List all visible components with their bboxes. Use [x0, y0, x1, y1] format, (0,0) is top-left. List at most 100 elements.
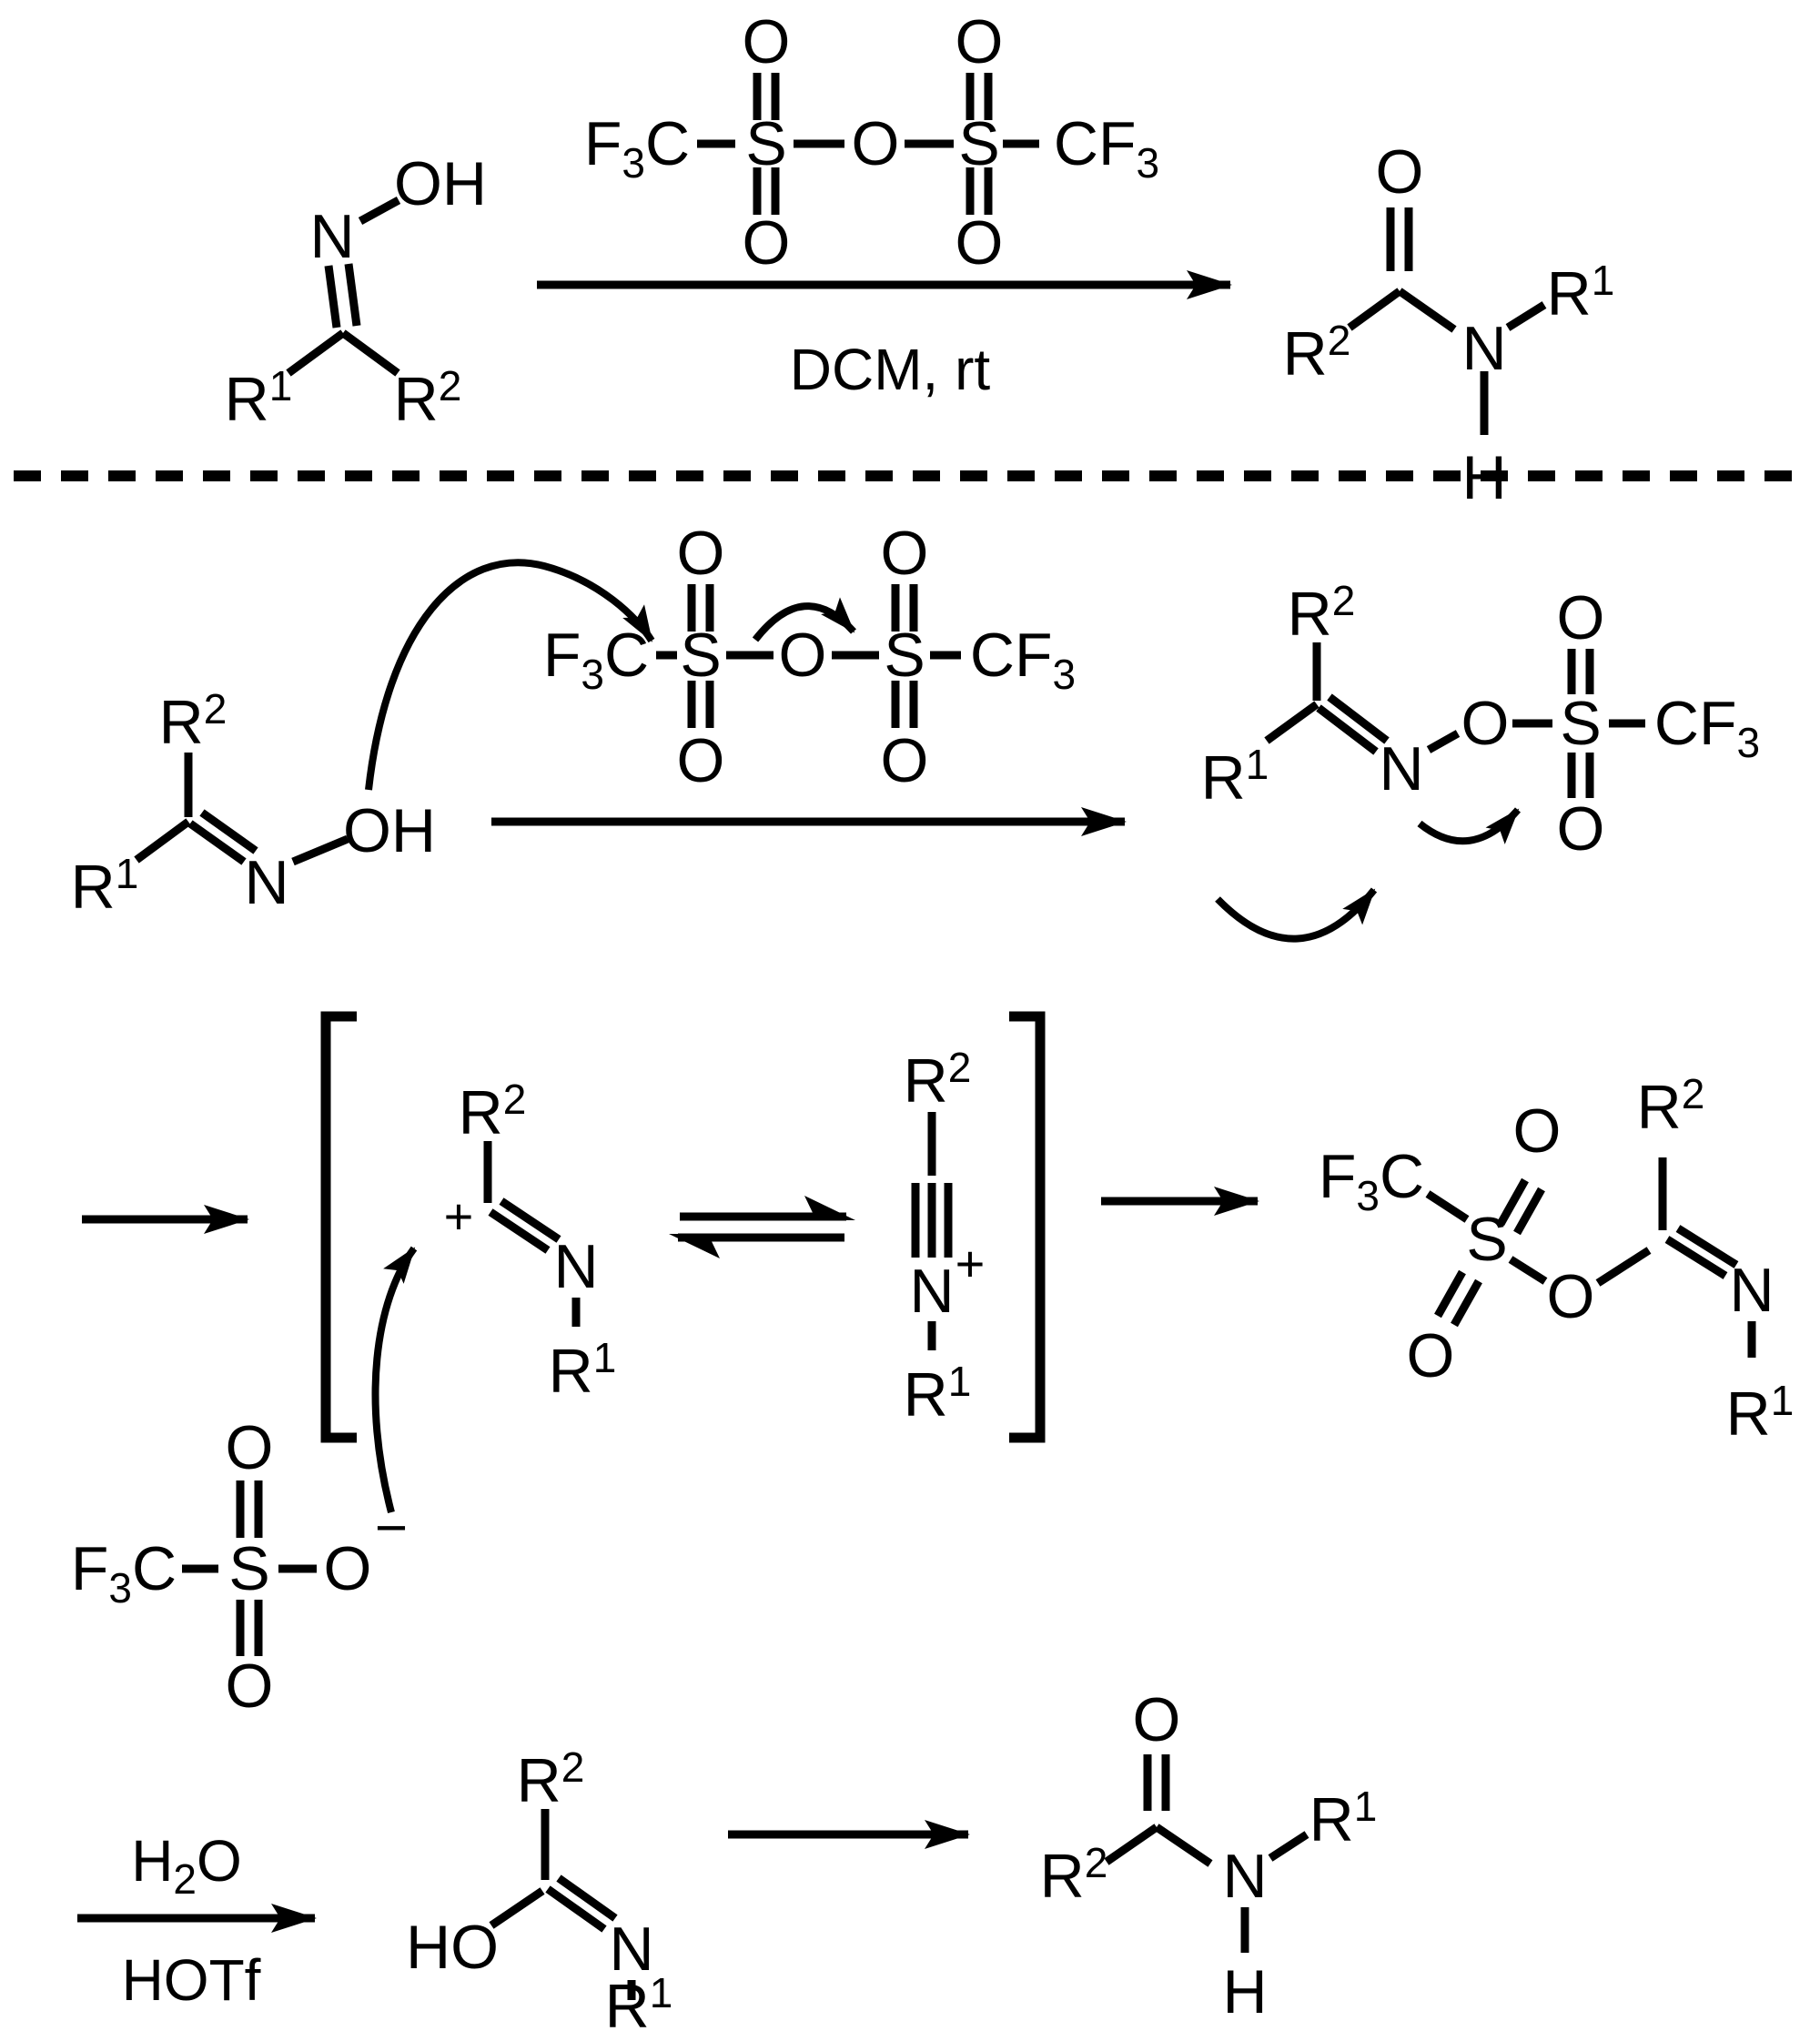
group-cf3-label: CF3 [970, 621, 1076, 698]
curved-arrow-no-cleavage [1417, 807, 1522, 845]
reagent-h2o: H2O [131, 1828, 242, 1903]
group-f3c-label: F3C [584, 109, 690, 187]
atom-n-label: N [244, 848, 288, 917]
substituent-r2: R2 [904, 1044, 972, 1116]
bond-cn-double-1 [545, 1885, 607, 1933]
oxime-mechanism: R2 R1 N OH [71, 685, 436, 922]
bond-c-r2 [1347, 288, 1402, 331]
curved-arrow-oh-attack [365, 559, 655, 791]
atom-n-label: N [553, 1232, 598, 1301]
reagent-hotf: HOTf [122, 1947, 261, 2013]
curved-arrow-r1-migration [1215, 887, 1378, 943]
atom-ho-label: HO [406, 1913, 499, 1982]
substituent-r1: R1 [225, 362, 293, 434]
bond-o-c [1595, 1247, 1652, 1287]
atom-n-label: N [1461, 314, 1506, 383]
bond-c-r2 [340, 329, 400, 377]
group-cf3-label: CF3 [1054, 109, 1159, 187]
bond-n-o [1426, 730, 1461, 753]
atom-o-label: O [1376, 137, 1424, 207]
substituent-r1: R1 [1309, 1783, 1378, 1854]
substituent-r1: R1 [1726, 1377, 1795, 1449]
triflate-anion: F3C S O O O − [71, 1413, 408, 1721]
atom-h-label: H [1222, 1957, 1267, 2026]
bond-cn-double-1 [1664, 1236, 1728, 1279]
atom-s-label: S [1560, 689, 1601, 758]
atom-s-label: S [958, 109, 999, 178]
atom-o-label: O [677, 519, 725, 588]
substituent-r2: R2 [159, 685, 228, 757]
substituent-r2: R2 [459, 1076, 527, 1147]
atom-oh-label: OH [394, 149, 487, 218]
bond-cn-double-1 [324, 265, 341, 328]
atom-o-label: O [743, 208, 791, 278]
atom-s-label: S [680, 621, 721, 690]
atom-o-bridge-label: O [1547, 1262, 1595, 1331]
atom-n-label: N [909, 1257, 954, 1326]
substituent-r2: R2 [1288, 577, 1356, 649]
bracket-right [1009, 1011, 1046, 1443]
substituent-r2: R2 [1637, 1070, 1705, 1142]
bond-f3c-s [1425, 1190, 1470, 1223]
bond-c-n [1154, 1824, 1213, 1867]
imidate-triflate: F3C S O O O R2 N R1 [1319, 1070, 1794, 1449]
bond-so-double [1513, 1187, 1545, 1236]
atom-o-label: O [1133, 1685, 1181, 1754]
bond-c-n [1397, 288, 1457, 333]
atom-oh-label: OH [343, 796, 436, 865]
bond-so-double [1497, 1177, 1529, 1227]
bond-cn-double-1 [187, 820, 247, 865]
equilibrium-arrowhead-forward [804, 1196, 855, 1220]
oxime-triflate: R2 R1 N O S O O CF3 [1201, 577, 1760, 943]
amide-product-top: O R2 N R1 H [1283, 137, 1615, 512]
bond-cn-double-2 [556, 1874, 618, 1922]
plus-charge: + [444, 1187, 474, 1245]
bond-n-oh [291, 834, 349, 866]
amide-product-bottom: O R2 N R1 H [1040, 1685, 1378, 2026]
minus-charge: − [375, 1497, 408, 1560]
bond-cn-double-2 [1327, 693, 1390, 744]
substituent-r2: R2 [394, 362, 462, 434]
atom-o-label: O [881, 726, 929, 795]
equilibrium-arrowhead-reverse [669, 1234, 720, 1258]
substituent-r1: R1 [71, 850, 139, 922]
bond-so-double [1434, 1269, 1466, 1319]
substituent-r1: R1 [605, 1969, 673, 2031]
atom-o-label: O [677, 726, 725, 795]
group-cf3-label: CF3 [1654, 689, 1760, 766]
substituent-r1: R1 [904, 1358, 972, 1430]
bond-c-r2 [1104, 1824, 1159, 1865]
atom-o-label: O [1407, 1321, 1455, 1390]
atom-o-label: O [956, 208, 1004, 278]
bond-c-r1 [286, 329, 346, 377]
iminium-cation: R2 + N R1 [444, 1076, 617, 1406]
atom-n-label: N [309, 202, 354, 271]
bond-cn-double-2 [1675, 1225, 1739, 1268]
substituent-r1: R1 [1547, 257, 1615, 328]
nitrilium-cation: R2 N + R1 [904, 1044, 986, 1430]
bracket-left [320, 1011, 357, 1443]
bond-n-oh [358, 197, 401, 225]
atom-o-anion-label: O [324, 1534, 372, 1603]
atom-s-label: S [745, 109, 786, 178]
bond-cn-double-1 [488, 1208, 551, 1254]
atom-o-bridge-label: O [852, 109, 900, 178]
group-f3c-label: F3C [543, 621, 649, 698]
bond-s-o [1508, 1256, 1548, 1285]
substituent-r2: R2 [1040, 1839, 1108, 1911]
atom-n-label: N [1379, 734, 1423, 803]
curved-arrow-os-cleavage [752, 597, 856, 642]
substituent-r1: R1 [549, 1334, 617, 1406]
tf2o-reagent: F3C S O O O S O O CF3 [584, 7, 1159, 278]
group-f3c-label: F3C [71, 1534, 177, 1612]
bond-cn-double-1 [1316, 704, 1379, 755]
plus-charge: + [956, 1235, 986, 1292]
tf2o-mechanism: F3C S O O O S O O CF3 [543, 519, 1076, 795]
bond-cn-double-2 [499, 1197, 561, 1243]
equilibrium-arrows [669, 1196, 855, 1258]
bond-cn-double-2 [199, 809, 258, 854]
bond-n-r1 [1505, 301, 1547, 331]
bond-cn-double-2 [344, 263, 361, 327]
